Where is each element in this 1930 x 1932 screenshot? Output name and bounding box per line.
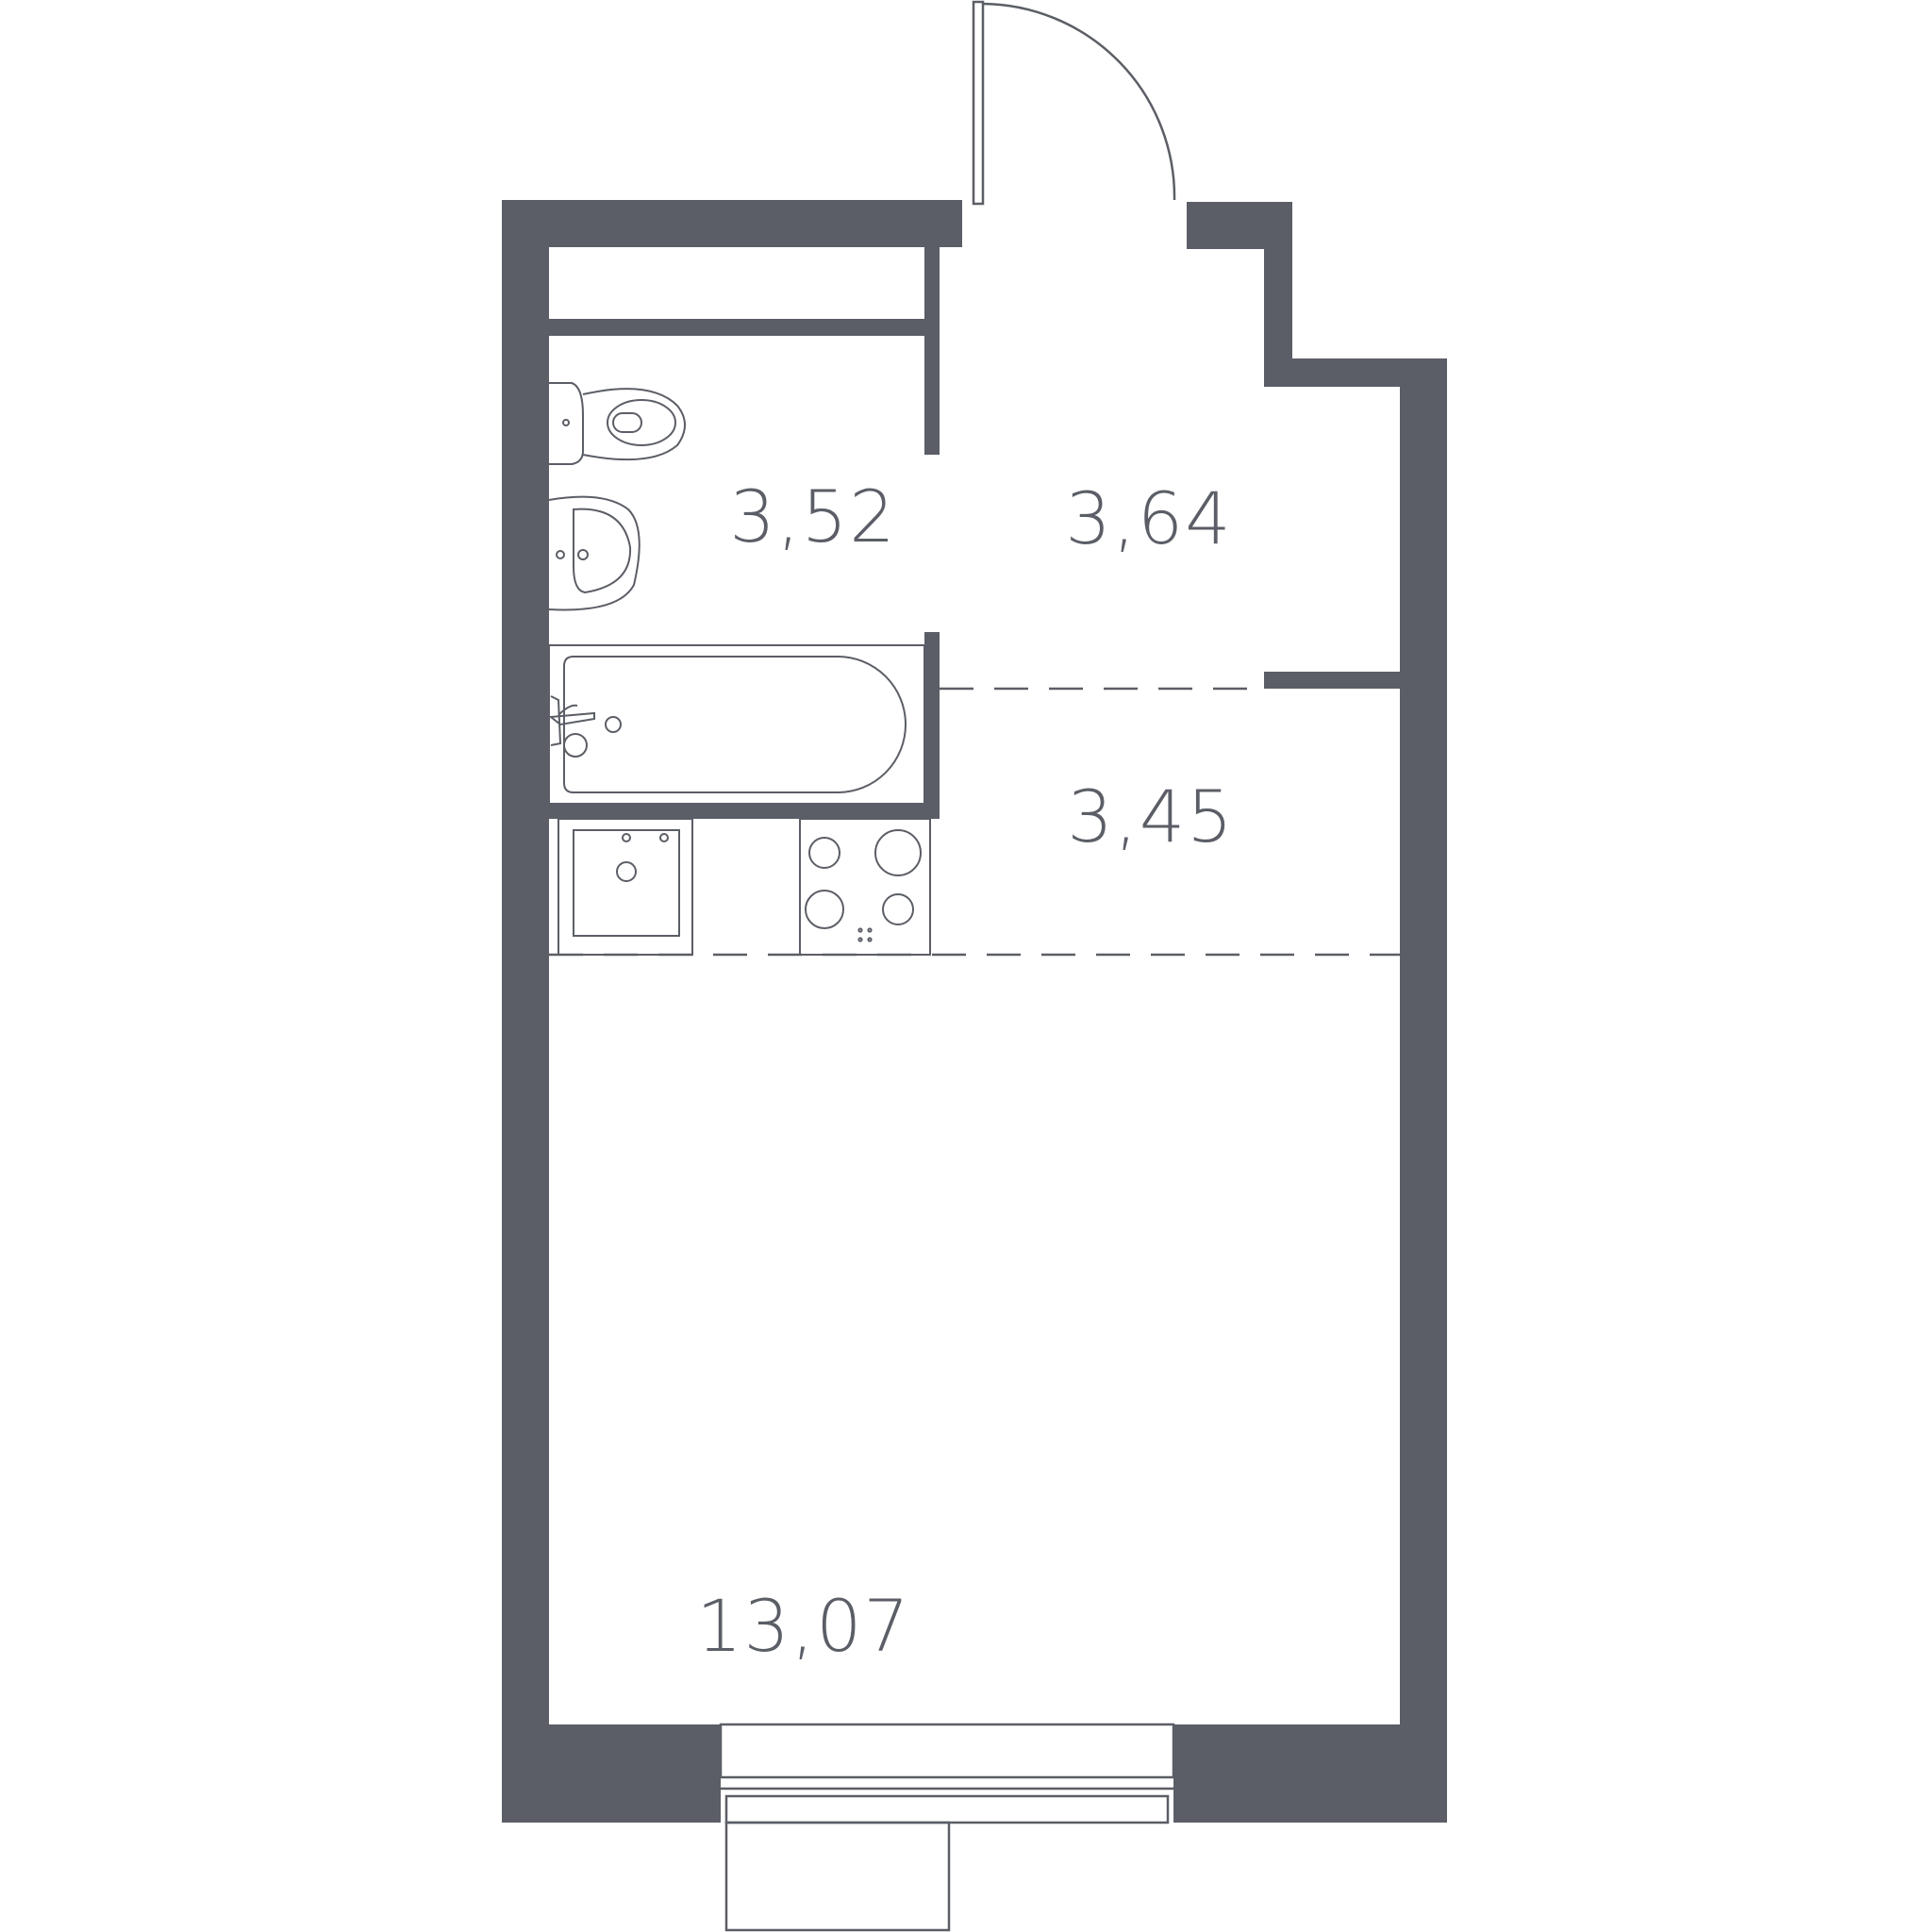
room-area-kitchen: 3,45 xyxy=(1067,774,1234,858)
burner-top-left xyxy=(808,837,840,869)
toilet-tank xyxy=(549,382,584,465)
sink-drain xyxy=(616,861,637,882)
bathtub-shower xyxy=(557,704,578,716)
balcony xyxy=(724,1821,951,1932)
basin-tap-left xyxy=(556,550,565,559)
washbasin-icon xyxy=(548,495,641,611)
basin-tap-right xyxy=(577,549,589,560)
bathtub-outer xyxy=(548,644,925,805)
cooktop-knob-2 xyxy=(867,927,873,933)
burner-top-right xyxy=(874,829,922,876)
wall-bath-shelf xyxy=(549,319,938,336)
bathtub-inner xyxy=(563,656,907,793)
cooktop-knob-3 xyxy=(857,937,863,942)
toilet-flush xyxy=(612,412,642,433)
sink-bowl xyxy=(573,829,680,937)
window xyxy=(719,1723,1175,1824)
entrance-door xyxy=(972,0,1176,206)
door-leaf xyxy=(972,0,985,206)
toilet-bowl xyxy=(582,388,686,461)
burner-bottom-left xyxy=(805,890,844,929)
wall-details xyxy=(873,247,924,251)
sink-tap-right xyxy=(659,833,669,842)
cooktop-knob-1 xyxy=(857,927,863,933)
room-area-hallway: 3,64 xyxy=(1065,476,1232,560)
area-labels: 3,52 3,64 3,45 13,07 xyxy=(696,475,1234,1668)
wall-bath-bottom xyxy=(549,804,940,819)
sink-tap-left xyxy=(622,833,631,842)
room-area-living-room: 13,07 xyxy=(696,1584,911,1668)
room-area-bathroom: 3,52 xyxy=(729,475,896,558)
bathtub-valve xyxy=(563,733,588,758)
wall-left-outer xyxy=(502,200,549,1823)
wall-step-vertical xyxy=(1264,202,1292,387)
wall-bottom-left xyxy=(502,1724,721,1823)
bathtub-icon xyxy=(548,644,925,805)
balcony-outline xyxy=(724,1821,951,1932)
window-frame xyxy=(719,1723,1175,1779)
burner-bottom-right xyxy=(882,893,914,925)
bathtub-mixer xyxy=(548,711,595,726)
wall-right-outer xyxy=(1400,358,1447,1823)
bathtub-faucet xyxy=(550,695,562,746)
sink-cabinet xyxy=(557,818,693,956)
wall-hall-stub xyxy=(1264,672,1400,689)
wall-bottom-right xyxy=(1173,1724,1447,1823)
basin-outer xyxy=(548,495,641,611)
toilet-icon xyxy=(549,382,686,465)
wall-notch-top xyxy=(873,247,924,251)
cooktop-knob-4 xyxy=(867,937,873,942)
wall-top-left xyxy=(502,200,962,247)
walls xyxy=(502,200,1447,1823)
wall-bath-partition-upper xyxy=(924,247,940,455)
zone-dividers xyxy=(549,687,1400,957)
wall-bath-partition-lower xyxy=(924,632,940,819)
toilet-dot xyxy=(562,419,570,426)
cooktop-body xyxy=(799,818,931,956)
basin-inner xyxy=(573,508,632,594)
window-outer-frame xyxy=(724,1794,1170,1824)
kitchen-sink-icon xyxy=(557,818,693,956)
cooktop-icon xyxy=(799,818,931,956)
toilet-seat xyxy=(607,399,676,446)
door-swing-arc xyxy=(982,2,1176,201)
bathtub-drain xyxy=(605,716,622,733)
